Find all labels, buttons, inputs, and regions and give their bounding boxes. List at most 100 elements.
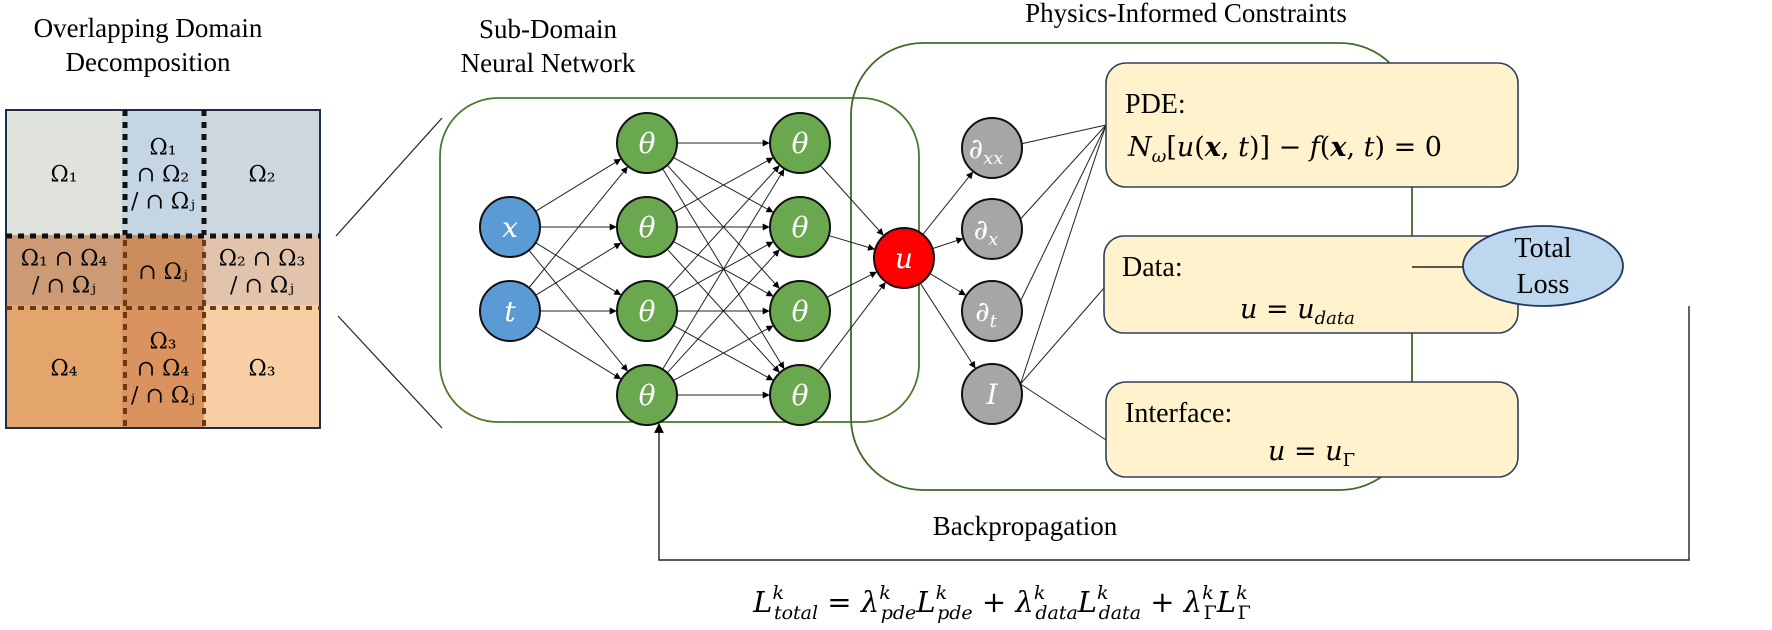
- subdomain-nn-title-line2: Neural Network: [461, 48, 636, 78]
- domain-cell-label: Ω₄: [50, 357, 77, 382]
- hidden-node-l1-4-label: θ: [639, 379, 656, 412]
- derivative-node-t: ∂t: [961, 280, 1023, 342]
- backpropagation-arrow: [654, 306, 1690, 561]
- domain-cell-label: / ∩ Ωⱼ: [131, 384, 195, 409]
- total-loss-label-line1: Total: [1514, 233, 1571, 264]
- network-edge: [826, 271, 878, 298]
- network-edge: [673, 157, 774, 214]
- domain-cell-overlap_all: [122, 235, 204, 305]
- network-edges: [528, 124, 1107, 441]
- derivative-to-constraint-edge: [1020, 383, 1107, 441]
- network-edge: [819, 164, 884, 236]
- domain-cell-omega2: [204, 110, 320, 235]
- network-edge: [535, 326, 622, 380]
- hidden-node-l2-1: θ: [769, 112, 831, 174]
- constraint-box-interface: Interface: u = uΓ: [1105, 381, 1519, 478]
- constraint-equation-pde: Nω[u(x, t)] − f(x, t) = 0: [1127, 132, 1442, 167]
- constraint-label-data: Data:: [1122, 252, 1183, 283]
- derivative-node-identity: I: [961, 363, 1023, 425]
- domain-cell-label: / ∩ Ωⱼ: [32, 274, 96, 299]
- network-edge: [666, 249, 780, 374]
- output-node-u: u: [873, 227, 935, 289]
- derivative-node-identity-label: I: [985, 378, 998, 411]
- domain-cell-label: / ∩ Ωⱼ: [230, 274, 294, 299]
- derivative-node-t-label: ∂t: [975, 295, 997, 332]
- hidden-node-l1-3-label: θ: [639, 295, 656, 328]
- network-nodes: x t θ θ θ θ θ θ θ θ u ∂xx ∂x ∂tI: [479, 112, 1023, 426]
- subdomain-nn-title-line1: Sub-Domain: [479, 14, 617, 44]
- network-edge: [922, 171, 974, 235]
- hidden-node-l2-4: θ: [769, 364, 831, 426]
- domain-decomposition-title-line1: Overlapping Domain: [34, 13, 263, 43]
- derivative-node-xx: ∂xx: [961, 117, 1023, 179]
- hidden-node-l1-1: θ: [616, 112, 678, 174]
- network-edge: [817, 282, 886, 372]
- domain-cell-label: Ω₂ ∩ Ω₃: [219, 247, 306, 272]
- hidden-node-l1-1-label: θ: [639, 127, 656, 160]
- domain-cell-overlap14: [6, 235, 122, 305]
- domain-cell-label: ∩ Ω₂: [137, 163, 190, 188]
- constraint-label-interface: Interface:: [1125, 398, 1232, 429]
- domain-cell-label: / ∩ Ωⱼ: [131, 190, 195, 215]
- constraint-equation-data: u = udata: [1240, 294, 1355, 329]
- domain-cell-overlap12: [122, 110, 204, 235]
- subdomain-nn-group: [439, 97, 920, 423]
- input-node-x-label: x: [502, 211, 518, 244]
- network-edge: [673, 325, 774, 382]
- hidden-node-l2-1-label: θ: [792, 127, 809, 160]
- domain-cell-label: Ω₃: [149, 330, 176, 355]
- domain-cell-label: Ω₂: [248, 163, 275, 188]
- total-loss-label-line2: Loss: [1517, 269, 1570, 300]
- network-edge: [919, 282, 976, 369]
- domain-border: [5, 109, 321, 429]
- hidden-node-l1-3: θ: [616, 280, 678, 342]
- input-node-t-label: t: [504, 295, 516, 328]
- domain-cell-omega3: [204, 305, 320, 428]
- derivative-to-constraint-edge: [1020, 124, 1107, 385]
- domain-cell-label: Ω₃: [248, 357, 275, 382]
- network-edge: [528, 166, 628, 289]
- backpropagation-label: Backpropagation: [933, 511, 1118, 541]
- derivative-to-constraint-edge: [1020, 124, 1107, 302]
- domain-cell-omega1: [6, 110, 122, 235]
- hidden-node-l2-2: θ: [769, 196, 831, 258]
- constraint-box-pde: PDE: Nω[u(x, t)] − f(x, t) = 0: [1105, 62, 1519, 188]
- domain-cell-label: ∩ Ω₄: [137, 357, 190, 382]
- derivative-to-constraint-edge: [1020, 124, 1107, 145]
- domain-cell-label: ∩ Ωⱼ: [138, 260, 187, 285]
- hidden-node-l1-2: θ: [616, 196, 678, 258]
- total-loss-node: Total Loss: [1462, 225, 1624, 307]
- domain-cell-overlap23: [204, 235, 320, 305]
- network-edge: [932, 237, 964, 250]
- network-edge: [828, 235, 875, 251]
- domain-cell-omega4: [6, 305, 122, 428]
- network-edge: [535, 242, 622, 296]
- domain-cell-label: Ω₁: [50, 163, 77, 188]
- constraint-label-pde: PDE:: [1125, 89, 1186, 120]
- zoom-line-top: [335, 117, 443, 237]
- derivative-node-xx-label: ∂xx: [969, 132, 1004, 169]
- hidden-node-l2-3: θ: [769, 280, 831, 342]
- network-edge: [535, 158, 622, 212]
- physics-constraints-title: Physics-Informed Constraints: [1025, 0, 1347, 28]
- hidden-node-l1-4: θ: [616, 364, 678, 426]
- derivative-to-constraint-edge: [1020, 124, 1107, 220]
- network-edge: [666, 165, 780, 290]
- zoom-line-bottom: [337, 315, 443, 429]
- constraint-box-data: Data: u = udata: [1103, 235, 1519, 334]
- domain-cell-label: Ω₁ ∩ Ω₄: [21, 247, 108, 272]
- hidden-node-l2-3-label: θ: [792, 295, 809, 328]
- network-edge: [662, 168, 785, 370]
- domain-cell-label: Ω₁: [149, 136, 176, 161]
- output-node-u-label: u: [895, 242, 913, 275]
- domain-cell-overlap34: [122, 305, 204, 428]
- hidden-node-l2-4-label: θ: [792, 379, 809, 412]
- constraint-equation-interface: u = uΓ: [1268, 436, 1355, 471]
- derivative-to-constraint-edge: [1020, 287, 1105, 385]
- input-node-x: x: [479, 196, 541, 258]
- derivative-node-x: ∂x: [961, 198, 1023, 260]
- hidden-node-l2-2-label: θ: [792, 211, 809, 244]
